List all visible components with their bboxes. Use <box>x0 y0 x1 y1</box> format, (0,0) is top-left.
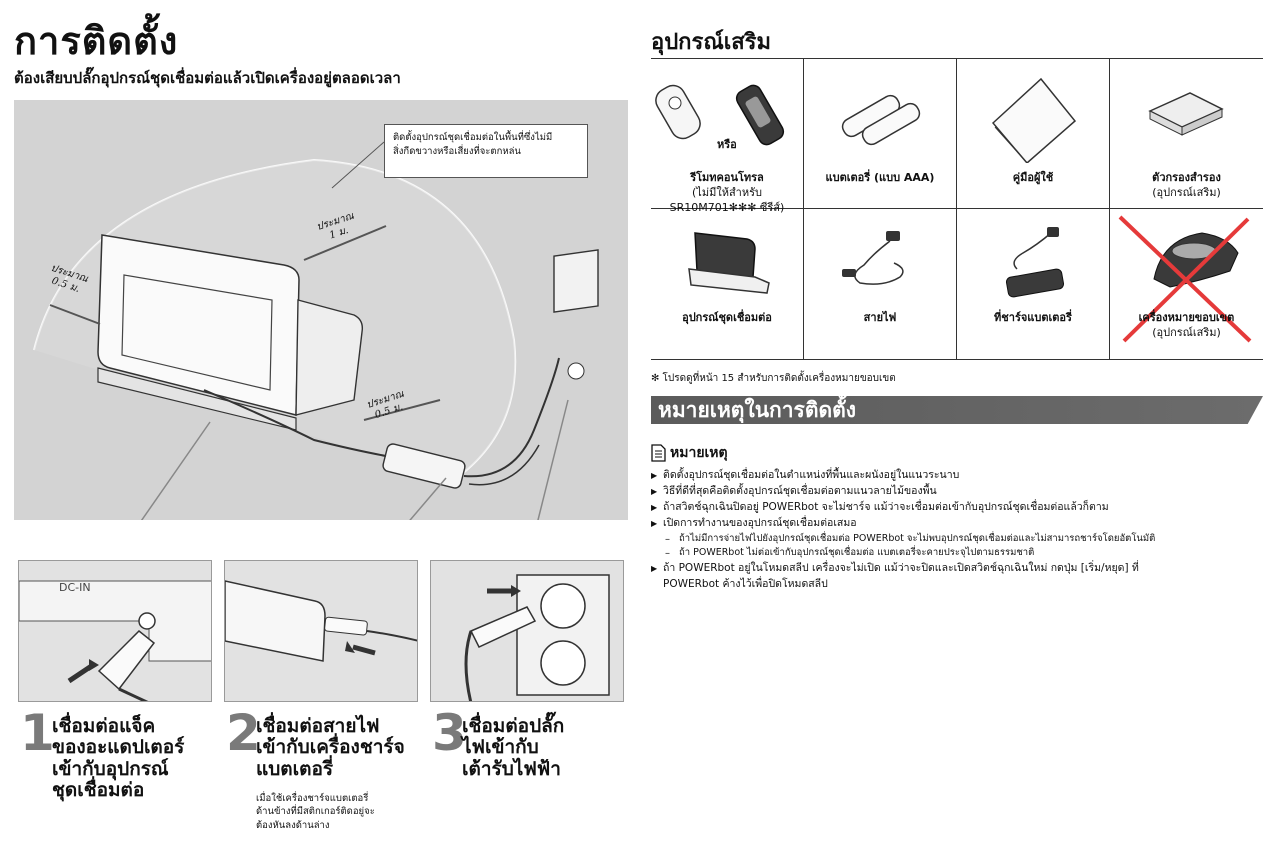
note-item-line-2: POWERbot ค้างไว้เพื่อปิดโหมดสลีป <box>663 577 828 590</box>
docking-station-illustration <box>33 141 599 520</box>
step-2-text: เชื่อมต่อสายไฟ เข้ากับเครื่องชาร์จ แบตเต… <box>256 715 405 780</box>
remote-control-icon <box>655 84 785 146</box>
note-sub-item: ถ้าไม่มีการจ่ายไฟไปยังอุปกรณ์ชุดเชื่อมต่… <box>651 532 1263 549</box>
accessory-charger: ที่ชาร์จแบตเตอรี่ <box>957 209 1110 359</box>
accessory-virtual-guard-name: เครื่องหมายขอบเขต <box>1138 311 1235 324</box>
note-item: ถ้าสวิตช์ฉุกเฉินปิดอยู่ POWERbot จะไม่ชา… <box>651 500 1263 516</box>
docking-station-icon <box>688 232 770 294</box>
accessory-dock: อุปกรณ์ชุดเชื่อมต่อ <box>651 209 804 359</box>
dc-in-label: DC-IN <box>59 581 91 594</box>
charger-cable-illustration <box>225 580 417 662</box>
step-2-image <box>224 560 418 702</box>
note-item-line-1: ถ้า POWERbot อยู่ในโหมดสลีป เครื่องจะไม่… <box>663 561 1139 574</box>
manual-icon <box>991 77 1077 163</box>
accessory-virtual-guard-label: เครื่องหมายขอบเขต (อุปกรณ์เสริม) <box>1114 311 1259 341</box>
step-2-number: 2 <box>226 704 261 762</box>
note-item: เปิดการทำงานของอุปกรณ์ชุดเชื่อมต่อเสมอ <box>651 516 1263 532</box>
accessories-title: อุปกรณ์เสริม <box>651 30 771 55</box>
battery-icon <box>841 94 921 146</box>
notes-list: ติดตั้งอุปกรณ์ชุดเชื่อมต่อในตำแหน่งที่พื… <box>651 468 1263 593</box>
note-item: ถ้า POWERbot อยู่ในโหมดสลีป เครื่องจะไม่… <box>651 561 1263 593</box>
accessories-table: หรือ รีโมทคอนโทรล (ไม่มีให้สำหรับ SR10M7… <box>651 58 1263 360</box>
accessory-batteries: แบตเตอรี่ (แบบ AAA) <box>804 59 957 209</box>
virtual-guard-icon <box>1118 215 1252 343</box>
accessory-dock-label: อุปกรณ์ชุดเชื่อมต่อ <box>655 311 799 326</box>
accessory-remote-sub-1: (ไม่มีให้สำหรับ <box>692 185 762 199</box>
step-2-line-3: แบตเตอรี่ <box>256 757 334 780</box>
accessory-virtual-guard-sub: (อุปกรณ์เสริม) <box>1152 325 1221 339</box>
accessory-remote-label: รีโมทคอนโทรล (ไม่มีให้สำหรับ SR10M701✻✻✻… <box>655 171 799 216</box>
step-1-image: DC-IN <box>18 560 212 702</box>
step-1-line-3: เข้ากับอุปกรณ์ <box>52 757 169 780</box>
step-3-line-2: ไฟเข้ากับ <box>462 736 539 759</box>
note-item: ติดตั้งอุปกรณ์ชุดเชื่อมต่อในตำแหน่งที่พื… <box>651 468 1263 484</box>
callout-line-1: ติดตั้งอุปกรณ์ชุดเชื่อมต่อในพื้นที่ซึ่งไ… <box>393 132 553 143</box>
accessory-charger-name: ที่ชาร์จแบตเตอรี่ <box>994 311 1072 324</box>
accessory-manual: คู่มือผู้ใช้ <box>957 59 1110 209</box>
accessory-cord-name: สายไฟ <box>863 311 897 324</box>
accessory-cord-label: สายไฟ <box>808 311 952 326</box>
accessory-remote: หรือ รีโมทคอนโทรล (ไม่มีให้สำหรับ SR10M7… <box>651 59 804 214</box>
accessory-dock-name: อุปกรณ์ชุดเชื่อมต่อ <box>682 311 772 324</box>
accessory-filter-name: ตัวกรองสำรอง <box>1152 171 1221 184</box>
accessory-batteries-label: แบตเตอรี่ (แบบ AAA) <box>808 171 952 186</box>
step-2-note-1: เมื่อใช้เครื่องชาร์จแบตเตอรี่ <box>256 793 369 804</box>
step-3-image <box>430 560 624 702</box>
step-3-number: 3 <box>432 704 467 762</box>
callout-line-2: สิ่งกีดขวางหรือเสี่ยงที่จะตกหล่น <box>393 145 521 157</box>
step-1-line-1: เชื่อมต่อแจ็ค <box>52 715 156 737</box>
step-1-text: เชื่อมต่อแจ็ค ของอะแดปเตอร์ เข้ากับอุปกร… <box>52 715 185 801</box>
step-2-note: เมื่อใช้เครื่องชาร์จแบตเตอรี่ ด้านข้างที… <box>256 792 375 832</box>
or-label: หรือ <box>717 138 737 151</box>
accessory-filter-sub: (อุปกรณ์เสริม) <box>1152 185 1221 199</box>
step-1-line-4: ชุดเชื่อมต่อ <box>52 778 145 801</box>
accessory-remote-sub-2: SR10M701✻✻✻ ซีรีส์) <box>669 200 785 214</box>
note-item: วิธีที่ดีที่สุดคือติดตั้งอุปกรณ์ชุดเชื่อ… <box>651 484 1263 500</box>
notes-heading-band <box>651 396 1263 424</box>
filter-icon <box>1148 92 1224 136</box>
notes-heading: หมายเหตุในการติดตั้ง <box>658 398 857 422</box>
accessory-cord: สายไฟ <box>804 209 957 359</box>
note-sub-item: ถ้า POWERbot ไม่ต่อเข้ากับอุปกรณ์ชุดเชื่… <box>651 546 1263 563</box>
page-subtitle: ต้องเสียบปลั๊กอุปกรณ์ชุดเชื่อมต่อแล้วเปิ… <box>14 69 401 87</box>
notes-label-text: หมายเหตุ <box>670 445 728 461</box>
wall-outlet-illustration <box>464 574 610 701</box>
accessory-manual-label: คู่มือผู้ใช้ <box>961 171 1105 186</box>
step-3-text: เชื่อมต่อปลั๊ก ไฟเข้ากับ เต้ารับไฟฟ้า <box>462 715 565 780</box>
accessory-charger-label: ที่ชาร์จแบตเตอรี่ <box>961 311 1105 326</box>
page-title: การติดตั้ง <box>14 19 179 63</box>
accessory-remote-name: รีโมทคอนโทรล <box>690 171 764 184</box>
accessory-virtual-guard: เครื่องหมายขอบเขต (อุปกรณ์เสริม) <box>1110 209 1263 359</box>
step-1-number: 1 <box>20 704 55 762</box>
step-2-note-3: ต้องหันลงด้านล่าง <box>256 819 330 831</box>
charger-icon <box>1005 227 1065 298</box>
step-2-line-1: เชื่อมต่อสายไฟ <box>256 715 380 737</box>
accessory-batteries-name: แบตเตอรี่ (แบบ AAA) <box>825 171 935 184</box>
accessory-filter: ตัวกรองสำรอง (อุปกรณ์เสริม) <box>1110 59 1263 209</box>
step-2-note-2: ด้านข้างที่มีสติกเกอร์ติดอยู่จะ <box>256 806 375 818</box>
power-cord-icon <box>842 231 904 285</box>
dc-in-jack-illustration <box>19 580 211 701</box>
footnote: ✻ โปรดดูที่หน้า 15 สำหรับการติดตั้งเครื่… <box>651 373 896 384</box>
step-3-line-3: เต้ารับไฟฟ้า <box>462 757 561 780</box>
accessory-filter-label: ตัวกรองสำรอง (อุปกรณ์เสริม) <box>1114 171 1259 201</box>
step-1-line-2: ของอะแดปเตอร์ <box>52 736 185 759</box>
notes-label: หมายเหตุ <box>651 442 728 464</box>
step-2-line-2: เข้ากับเครื่องชาร์จ <box>256 736 405 759</box>
note-icon <box>651 444 666 462</box>
accessory-manual-name: คู่มือผู้ใช้ <box>1012 171 1054 184</box>
step-3-line-1: เชื่อมต่อปลั๊ก <box>462 715 565 737</box>
placement-callout: ติดตั้งอุปกรณ์ชุดเชื่อมต่อในพื้นที่ซึ่งไ… <box>384 124 588 178</box>
